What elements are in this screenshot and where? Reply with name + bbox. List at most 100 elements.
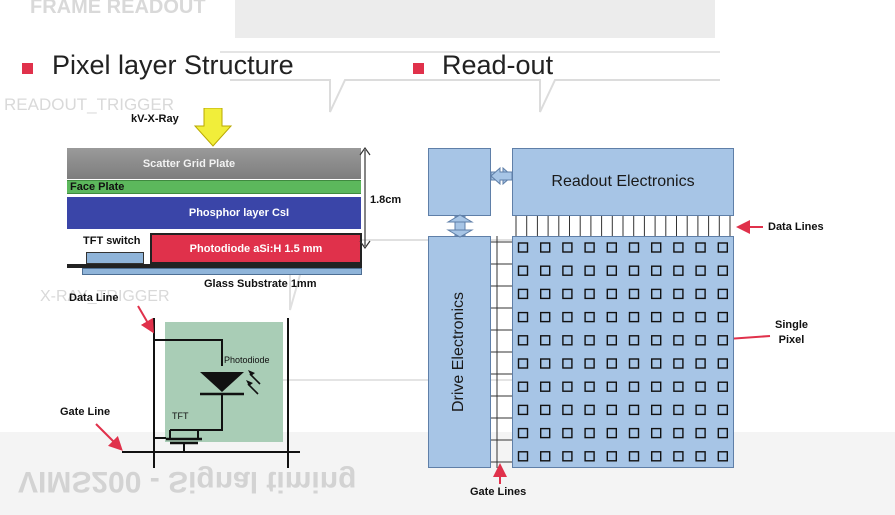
pixel-cell [673, 242, 684, 253]
pixel-cell [562, 358, 573, 369]
pixel-cell [540, 242, 551, 253]
ghost-xray-trigger: X-RAY_TRIGGER [40, 288, 170, 305]
gate-lines-label: Gate Lines [470, 486, 527, 498]
pixel-cell [584, 358, 595, 369]
pixel-cell [695, 335, 706, 346]
pixel-cell [517, 404, 529, 416]
pixel-cell [584, 265, 595, 276]
pixel-cell [628, 451, 640, 462]
readout-electronics-label: Readout Electronics [551, 173, 695, 190]
pixel-cell [673, 288, 684, 300]
tft-switch-label: TFT switch [83, 235, 141, 247]
pixel-cell [540, 404, 551, 416]
pixel-cell [584, 427, 595, 439]
pixel-cell [606, 404, 617, 416]
pixel-cell [584, 335, 595, 346]
pixel-cell [562, 311, 573, 323]
pixel-cell [628, 242, 640, 253]
pixel-cell [717, 427, 728, 439]
pixel-cell [562, 451, 573, 462]
pixel-cell [606, 451, 617, 462]
pixel-cell [628, 358, 640, 369]
heading-pixel-layer-structure: Pixel layer Structure [52, 50, 294, 80]
circuit-photodiode-label: Photodiode [224, 355, 270, 365]
pixel-cell [673, 311, 684, 323]
drive-electronics-box [428, 236, 491, 468]
pixel-cell [651, 358, 662, 369]
circuit-tft-label: TFT [172, 411, 189, 421]
pixel-cell [562, 242, 573, 253]
pixel-cell [651, 451, 662, 462]
pixel-cell [717, 335, 728, 346]
pixel-cell [717, 265, 728, 276]
pixel-cell [717, 381, 728, 392]
gate-line-ticks [491, 236, 512, 468]
pixel-cell [695, 265, 706, 276]
pixel-cell [651, 242, 662, 253]
face-plate: Face Plate [67, 180, 361, 194]
phosphor-label: Phosphor layer CsI [188, 207, 290, 219]
pixel-cell [651, 335, 662, 346]
thickness-label: 1.8cm [370, 194, 402, 206]
pixel-cell [717, 311, 728, 323]
scatter-grid-label: Scatter Grid Plate [142, 157, 236, 170]
pixel-cell [562, 288, 573, 300]
pixel-cell [628, 381, 640, 392]
scatter-grid-plate: Scatter Grid Plate [67, 148, 361, 179]
pixel-cell [540, 451, 551, 462]
pixel-cell [695, 311, 706, 323]
data-line-label: Data Line [69, 292, 119, 304]
pixel-cell [606, 335, 617, 346]
pixel-cell [562, 427, 573, 439]
metal-strip [67, 264, 362, 268]
pixel-cell [540, 358, 551, 369]
pixel-cell [540, 381, 551, 392]
pixel-cell [717, 288, 728, 300]
pixel-cell [628, 288, 640, 300]
pixel-cell [628, 265, 640, 276]
pixel-cell [584, 311, 595, 323]
glass-substrate [82, 268, 362, 275]
glass-substrate-label: Glass Substrate 1mm [204, 278, 317, 290]
pixel-cell [695, 404, 706, 416]
pixel-cell [673, 404, 684, 416]
pixel-cell [517, 381, 529, 392]
readout-electronics-box: Readout Electronics [512, 148, 734, 216]
ghost-readout-trigger: READOUT_TRIGGER [4, 95, 175, 114]
heading-bullet-left [22, 63, 33, 74]
pixel-grid [517, 242, 728, 462]
pixel-cell [562, 265, 573, 276]
tft-switch-block [86, 252, 144, 264]
photodiode-label: Photodiode aSi:H 1.5 mm [189, 242, 323, 255]
pixel-cell [584, 242, 595, 253]
pixel-cell [717, 404, 728, 416]
pixel-cell [717, 242, 728, 253]
pixel-cell [717, 358, 728, 369]
pixel-cell [606, 242, 617, 253]
pixel-cell [517, 358, 529, 369]
pixel-cell [562, 381, 573, 392]
pixel-cell [695, 451, 706, 462]
pixel-cell [673, 335, 684, 346]
thickness-arrow-icon [359, 146, 371, 250]
pixel-cell [651, 288, 662, 300]
pixel-cell [517, 288, 529, 300]
phosphor-layer: Phosphor layer CsI [67, 197, 361, 229]
pixel-cell [628, 311, 640, 323]
pixel-cell [606, 288, 617, 300]
pixel-cell [606, 358, 617, 369]
pixel-cell [517, 242, 529, 253]
data-lines-label: Data Lines [768, 221, 824, 233]
face-plate-label: Face Plate [70, 181, 125, 193]
pixel-cell [584, 451, 595, 462]
pixel-cell [651, 311, 662, 323]
pixel-cell [695, 242, 706, 253]
pixel-cell [540, 288, 551, 300]
pixel-cell [562, 404, 573, 416]
single-pixel-label: Single Pixel [775, 319, 809, 346]
pixel-cell [540, 335, 551, 346]
pixel-cell [717, 451, 728, 462]
pixel-cell [695, 381, 706, 392]
pixel-cell [540, 311, 551, 323]
